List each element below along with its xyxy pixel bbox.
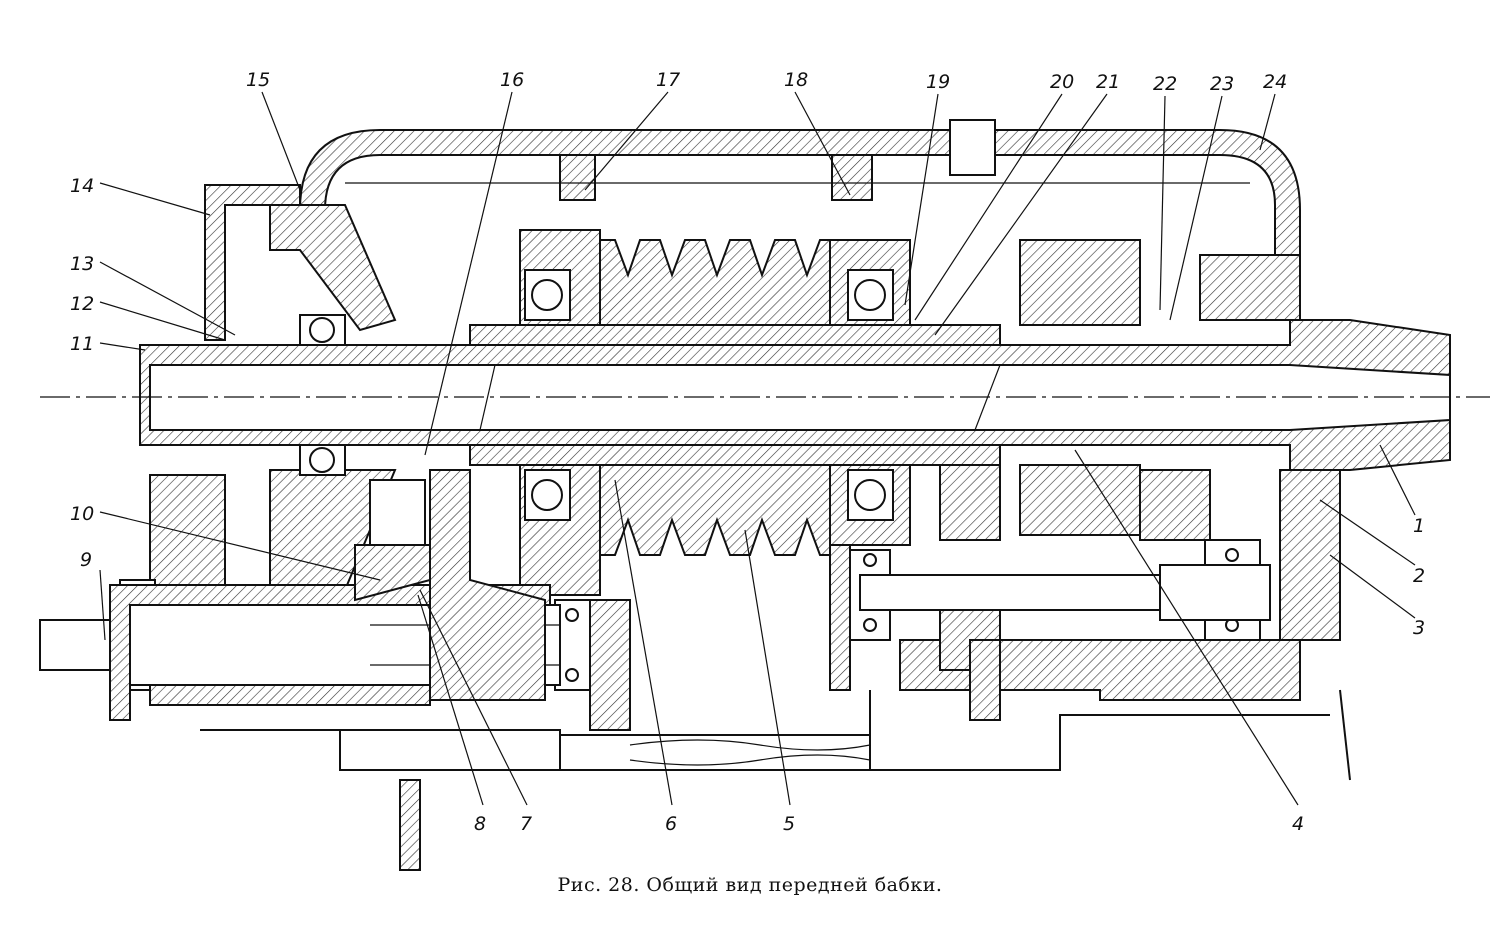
label-23: 23: [1210, 73, 1234, 95]
lower-right-shaft: [829, 544, 1351, 781]
label-20: 20: [1050, 71, 1074, 93]
label-22: 22: [1153, 73, 1177, 95]
label-13: 13: [70, 253, 94, 275]
label-5: 5: [783, 813, 795, 835]
label-11: 11: [70, 333, 94, 355]
lower-left-shaft: [39, 469, 871, 871]
label-8: 8: [474, 813, 486, 835]
pulley: [599, 239, 831, 556]
label-14: 14: [70, 175, 94, 197]
label-19: 19: [926, 71, 950, 93]
label-24: 24: [1263, 71, 1287, 93]
label-18: 18: [784, 69, 808, 91]
label-1: 1: [1413, 515, 1425, 537]
label-4: 4: [1292, 813, 1304, 835]
label-7: 7: [520, 813, 532, 835]
leader-lines: [99, 91, 1416, 806]
spindle: [40, 319, 1490, 471]
right-gears: [939, 239, 1341, 641]
label-2: 2: [1413, 565, 1425, 587]
label-10: 10: [70, 503, 94, 525]
label-12: 12: [70, 293, 94, 315]
label-9: 9: [80, 549, 92, 571]
label-17: 17: [656, 69, 680, 91]
label-21: 21: [1096, 71, 1120, 93]
callout-labels: 1 2 3 4 5 6 7 8 9 10 11 12 13 14 15 16 1…: [70, 69, 1425, 835]
label-3: 3: [1413, 617, 1425, 639]
label-16: 16: [500, 69, 524, 91]
top-cover: [298, 119, 1301, 256]
figure-caption: Рис. 28. Общий вид передней бабки.: [557, 874, 943, 896]
label-6: 6: [665, 813, 677, 835]
label-15: 15: [246, 69, 270, 91]
